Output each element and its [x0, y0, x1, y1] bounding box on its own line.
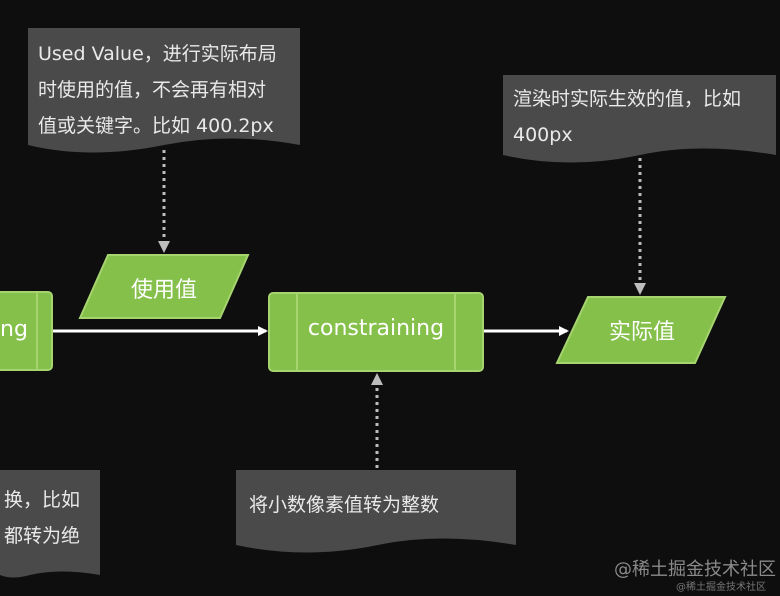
note-line: 将小数像素值转为整数 [249, 494, 440, 516]
constraining-label: constraining [307, 316, 445, 341]
constraining-note-shape [236, 470, 516, 553]
note-line: 换，比如 [4, 489, 81, 511]
note-line: 时使用的值，不会再有相对 [38, 79, 267, 101]
note-line: 400px [513, 124, 573, 146]
used-value-note-shape [28, 28, 300, 153]
note-line: 都转为绝 [4, 525, 81, 547]
left-partial-note-shape [0, 470, 100, 578]
used-value-note: Used Value，进行实际布局 时使用的值，不会再有相对 值或关键字。比如 … [38, 36, 277, 144]
note-line: Used Value，进行实际布局 [38, 43, 277, 65]
used-value-label: 使用值 [130, 278, 197, 303]
constraining-node [268, 292, 484, 372]
actual-value-note-shape [503, 75, 776, 163]
actual-value-note: 渲染时实际生效的值，比如 400px [513, 81, 741, 153]
note-line: 渲染时实际生效的值，比如 [513, 88, 742, 110]
watermark-small: @稀土掘金技术社区 [676, 582, 766, 593]
actual-value-node [555, 296, 727, 364]
left-process-node [0, 291, 53, 371]
used-value-node [78, 254, 250, 319]
note-line: 值或关键字。比如 400.2px [38, 115, 274, 137]
watermark: @稀土掘金技术社区 [614, 559, 776, 580]
actual-value-label: 实际值 [608, 320, 675, 345]
left-process-label: ng [0, 317, 28, 342]
left-partial-note: 换，比如 都转为绝 [4, 482, 80, 554]
constraining-note: 将小数像素值转为整数 [249, 487, 439, 523]
